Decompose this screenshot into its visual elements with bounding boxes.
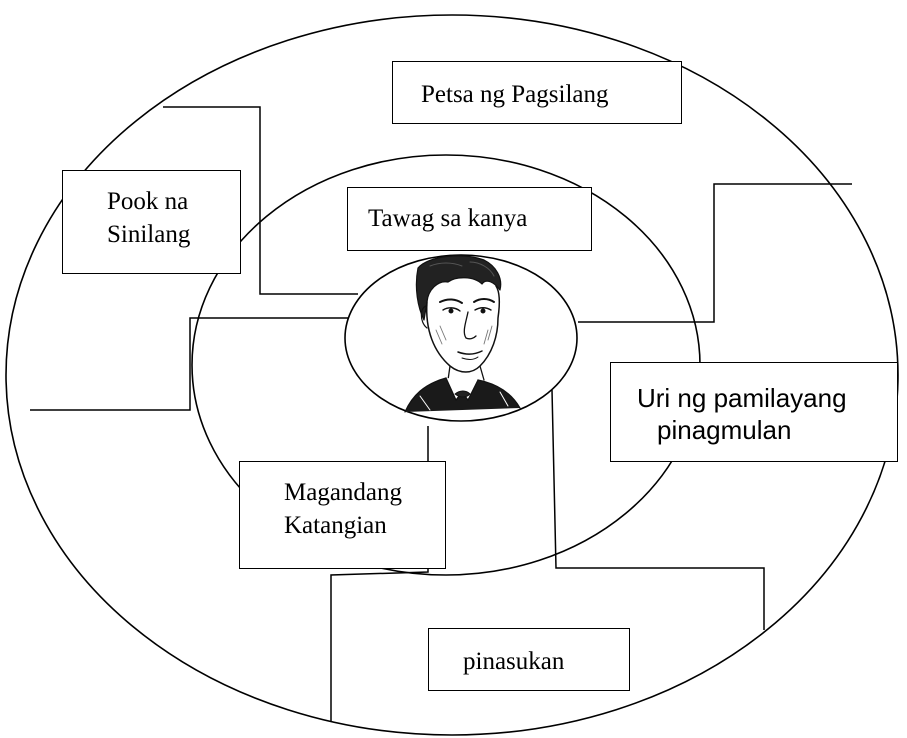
connector-right (578, 183, 852, 323)
center-ellipse (344, 254, 578, 422)
magandang-label-line1: Magandang (284, 479, 403, 506)
magandang-katangian-box: Magandang Katangian (239, 461, 446, 569)
pinasukan-box: pinasukan (428, 628, 630, 691)
tawag-label: Tawag sa kanya (368, 205, 528, 232)
magandang-label-line2: Katangian (284, 512, 387, 539)
connector-bottom-right (551, 389, 765, 630)
pook-na-sinilang-box: Pook na Sinilang (62, 170, 241, 274)
connector-left (30, 317, 358, 411)
pinasukan-label: pinasukan (463, 648, 565, 675)
uri-label-line2: pinagmulan (657, 415, 792, 445)
uri-label-line1: Uri ng pamilayang (637, 383, 847, 413)
connector-top-left (163, 106, 358, 295)
pook-label-line2: Sinilang (107, 221, 191, 248)
petsa-ng-pagsilang-box: Petsa ng Pagsilang (392, 61, 682, 124)
portrait-icon (404, 255, 521, 413)
pook-label-line1: Pook na (107, 188, 189, 215)
petsa-label: Petsa ng Pagsilang (421, 81, 609, 108)
uri-ng-pamilya-box: Uri ng pamilayang pinagmulan (610, 362, 898, 462)
tawag-sa-kanya-box: Tawag sa kanya (347, 187, 592, 251)
outer-ellipse (5, 14, 899, 736)
